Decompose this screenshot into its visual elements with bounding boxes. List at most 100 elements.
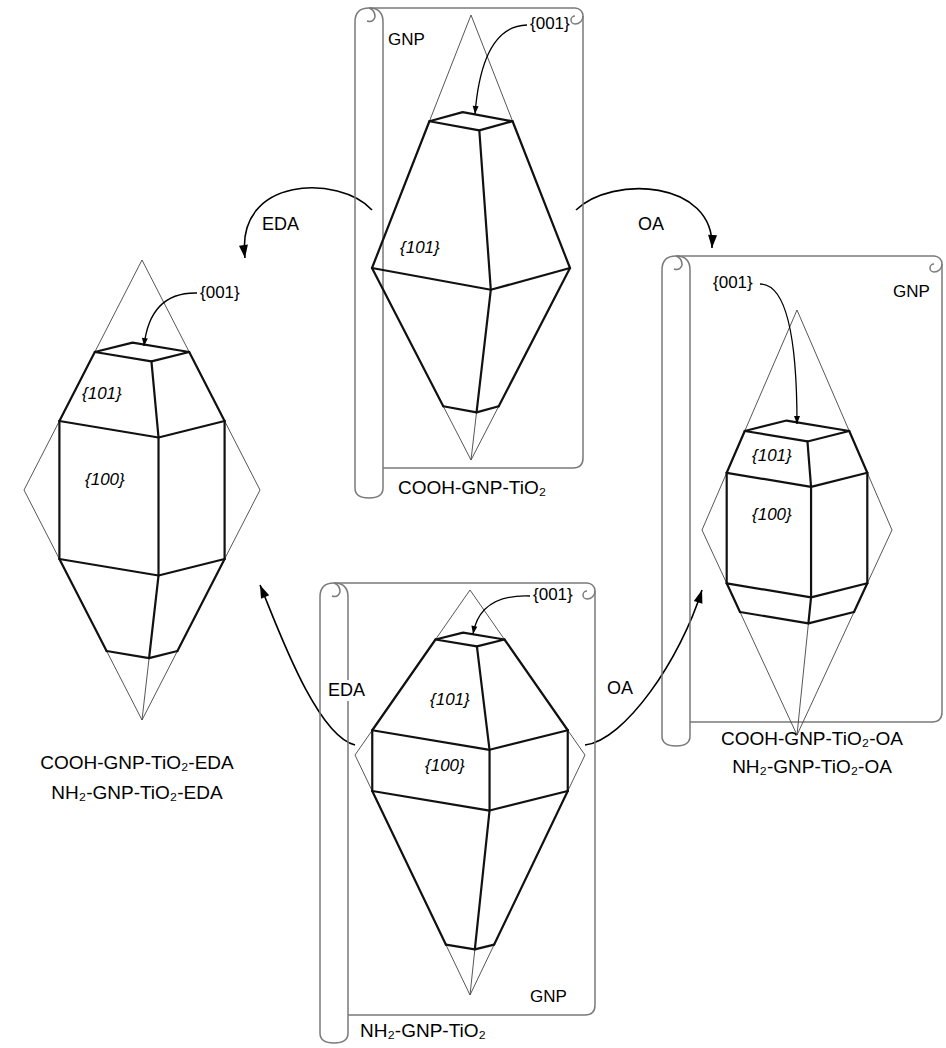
- arrow-curve: [244, 188, 372, 258]
- facet-label: {101}: [752, 446, 792, 466]
- sample-label: COOH-GNP-TiO₂: [398, 477, 546, 499]
- crystal-drawing: [372, 14, 576, 460]
- sheet-outline: [571, 16, 583, 24]
- leader-arrowhead: [794, 416, 800, 424]
- anatase-crystal: {001} {101}: [372, 14, 576, 460]
- sample-label: NH₂-GNP-TiO₂: [360, 1020, 486, 1042]
- crystal-outline: [59, 421, 224, 438]
- facet-label: {100}: [85, 470, 125, 490]
- crystal-outline: [95, 343, 189, 362]
- crystal-outline: [224, 421, 226, 559]
- crystal-guide: [471, 412, 477, 460]
- crystal-shape: [372, 15, 570, 460]
- crystal-guide: [702, 310, 892, 735]
- crystal-outline: [372, 730, 568, 750]
- sample-label: COOH-GNP-TiO₂-EDA: [40, 752, 234, 774]
- crystal-outline: [810, 487, 812, 598]
- arrowhead: [260, 585, 269, 599]
- reagent-label: EDA: [260, 214, 301, 235]
- crystal-outline: [372, 268, 570, 290]
- arrowhead: [694, 590, 703, 604]
- reaction-arrow: [239, 188, 372, 258]
- sheet-drawing: [660, 248, 944, 748]
- crystal-outline: [726, 473, 728, 584]
- crystal-outline: [854, 583, 867, 612]
- gnp-sheet: GNPCOOH-GNP-TiO₂-OANH₂-GNP-TiO₂-OA{001}{…: [660, 248, 944, 748]
- sheet-label: GNP: [530, 987, 567, 1007]
- sheet-outline: [674, 256, 682, 270]
- gnp-sheet: GNP COOH-GNP-TiO₂ {001} {101}: [353, 0, 585, 500]
- crystal-outline: [446, 945, 494, 950]
- crystal-outline: [372, 791, 446, 945]
- gnp-sheet: GNPNH₂-GNP-TiO₂{001}{101}{100}: [318, 575, 597, 1045]
- arrow-curve: [585, 590, 702, 745]
- facet-leader: [473, 596, 530, 634]
- sheet-outline: [583, 591, 595, 599]
- crystal-drawing: [355, 585, 585, 995]
- facet-label: {001}: [533, 585, 573, 605]
- sheet-outline: [320, 583, 348, 1043]
- crystal-outline: [429, 112, 512, 130]
- crystal-outline: [807, 441, 811, 486]
- sheet-outline: [334, 583, 595, 1015]
- crystal-outline: [475, 811, 490, 950]
- crystal-shape: [24, 260, 260, 720]
- sheet-label: GNP: [893, 282, 930, 302]
- reaction-arrow: [260, 585, 355, 745]
- leader-arrowhead: [142, 338, 148, 346]
- crystal-guide: [470, 949, 475, 995]
- reaction-arrow: [585, 590, 702, 745]
- crystal-outline: [477, 290, 491, 413]
- reagent-label: OA: [636, 214, 666, 235]
- facet-label: {001}: [200, 283, 240, 303]
- crystal-outline: [849, 431, 867, 473]
- crystal-outline: [499, 268, 570, 406]
- crystal-outline: [727, 583, 868, 597]
- crystal-outline: [177, 559, 224, 651]
- arrow-curve: [576, 189, 712, 248]
- sheet-outline: [676, 256, 942, 722]
- crystal-outline: [149, 576, 158, 659]
- arrow-curve: [260, 585, 355, 745]
- crystal-outline: [494, 791, 568, 945]
- crystal-guide: [355, 590, 585, 995]
- sample-label: NH₂-GNP-TiO₂-EDA: [51, 782, 222, 804]
- facet-leader: [760, 284, 797, 424]
- crystal-outline: [727, 431, 745, 473]
- crystal-outline: [443, 406, 498, 412]
- crystal-outline: [436, 633, 505, 647]
- crystal-outline: [513, 121, 570, 268]
- crystal-outline: [151, 361, 158, 437]
- anatase-crystal: {001}{101}{100}COOH-GNP-TiO₂-EDANH₂-GNP-…: [24, 258, 260, 720]
- crystal-outline: [59, 559, 224, 576]
- sheet-label: GNP: [388, 30, 425, 50]
- crystal-shape: [702, 284, 892, 735]
- sheet-outline: [662, 256, 690, 746]
- crystal-guide: [797, 623, 808, 735]
- facet-label: {100}: [425, 756, 465, 776]
- crystal-outline: [567, 730, 569, 791]
- crystal-outline: [107, 651, 178, 658]
- facet-leader: [144, 293, 197, 346]
- facet-label: {101}: [82, 384, 122, 404]
- sheet-drawing: [353, 0, 585, 500]
- crystal-outline: [727, 583, 740, 612]
- leader-arrowhead: [471, 626, 477, 634]
- anatase-crystal: {001} {101} {100}: [702, 273, 892, 735]
- crystal-drawing: [24, 258, 260, 720]
- crystal-guide: [372, 15, 570, 460]
- crystal-outline: [808, 597, 811, 623]
- reagent-label: OA: [605, 678, 635, 699]
- crystal-outline: [372, 268, 443, 406]
- reagent-label: EDA: [326, 680, 367, 701]
- crystal-outline: [371, 730, 373, 791]
- crystal-guide: [24, 260, 260, 720]
- crystal-outline: [189, 352, 224, 421]
- crystal-outline: [505, 640, 568, 731]
- sample-label: NH₂-GNP-TiO₂-OA: [732, 756, 892, 778]
- facet-label: {100}: [752, 505, 792, 525]
- facet-label: {001}: [713, 273, 753, 293]
- facet-label: {101}: [400, 238, 440, 258]
- facet-label: {001}: [530, 14, 570, 34]
